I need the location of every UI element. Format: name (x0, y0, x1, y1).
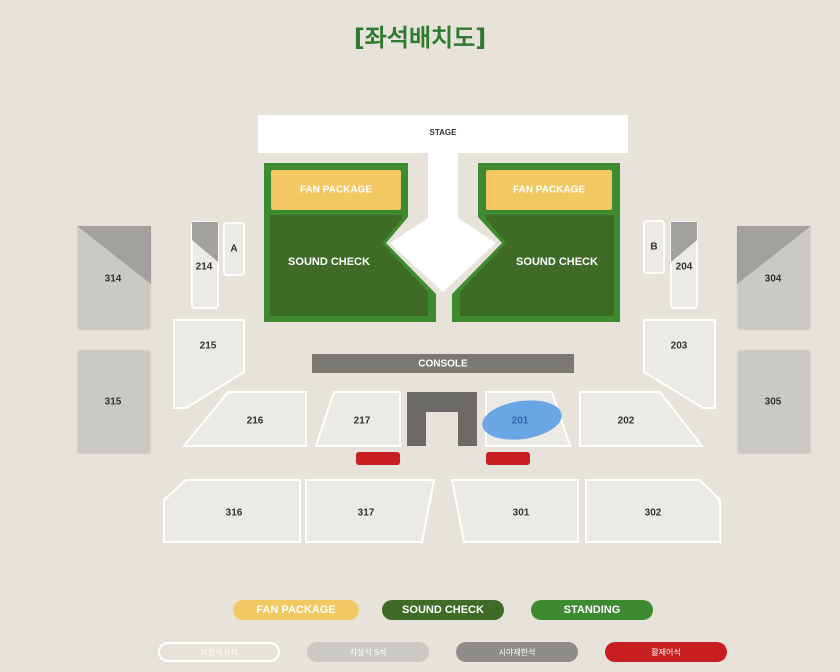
sound-check-label-right: SOUND CHECK (516, 256, 598, 268)
legend-seat-r: 지정석 R석 (158, 642, 280, 662)
section-315-label: 315 (105, 397, 122, 408)
stage (258, 115, 628, 153)
section-216[interactable] (181, 391, 307, 447)
legend-limited-view: 시야제한석 (456, 642, 578, 662)
console (312, 354, 574, 373)
section-302-label: 302 (645, 508, 662, 519)
section-317[interactable] (305, 479, 436, 543)
section-215[interactable] (173, 319, 245, 409)
section-305[interactable] (736, 349, 812, 455)
section-b[interactable] (643, 220, 665, 274)
fan-package-label-right: FAN PACKAGE (513, 185, 585, 196)
fan-package-zone-left[interactable] (271, 170, 401, 210)
section-316[interactable] (163, 479, 301, 543)
section-317-label: 317 (358, 508, 375, 519)
section-202-label: 202 (618, 416, 635, 427)
section-305-label: 305 (765, 397, 782, 408)
section-304[interactable] (736, 225, 812, 331)
legend-fan-package: FAN PACKAGE (233, 600, 359, 620)
section-214[interactable] (191, 221, 219, 309)
section-301[interactable] (450, 479, 579, 543)
stage-label: STAGE (430, 128, 458, 137)
section-315[interactable] (76, 349, 152, 455)
section-316-label: 316 (226, 508, 243, 519)
section-b-label: B (650, 242, 657, 253)
sound-check-label-left: SOUND CHECK (288, 256, 370, 268)
page-title: [좌석배치도] (353, 24, 487, 52)
legend-standing: STANDING (531, 600, 653, 620)
section-204-label: 204 (676, 262, 693, 273)
obstructed-seat-right (486, 452, 530, 465)
section-215-label: 215 (200, 341, 217, 352)
section-214-label: 214 (196, 262, 213, 273)
legend-seat-s: 지정석 S석 (307, 642, 429, 662)
legend-obstructed: 활제어석 (605, 642, 727, 662)
section-a[interactable] (223, 222, 245, 276)
section-202[interactable] (579, 391, 705, 447)
legend-sound-check: SOUND CHECK (382, 600, 504, 620)
section-204[interactable] (670, 221, 698, 309)
section-314-label: 314 (105, 274, 122, 285)
section-203[interactable] (643, 319, 716, 409)
section-304-label: 304 (765, 274, 782, 285)
section-203-label: 203 (671, 341, 688, 352)
fan-package-label-left: FAN PACKAGE (300, 185, 372, 196)
camera-platform (407, 392, 477, 446)
section-301-label: 301 (513, 508, 530, 519)
section-217[interactable] (314, 391, 401, 447)
standing-zone-left[interactable]: FAN PACKAGE SOUND CHECK (264, 163, 436, 322)
standing-zone-right[interactable]: FAN PACKAGE SOUND CHECK (452, 163, 620, 322)
section-216-label: 216 (247, 416, 264, 427)
section-302[interactable] (585, 479, 721, 543)
section-201-label: 201 (512, 416, 529, 427)
section-a-label: A (230, 244, 237, 255)
section-314[interactable] (76, 225, 152, 331)
section-217-label: 217 (354, 416, 371, 427)
runway (390, 153, 496, 292)
section-201-highlight (482, 400, 562, 440)
console-label: CONSOLE (418, 359, 468, 370)
obstructed-seat-left (356, 452, 400, 465)
fan-package-zone-right[interactable] (486, 170, 612, 210)
